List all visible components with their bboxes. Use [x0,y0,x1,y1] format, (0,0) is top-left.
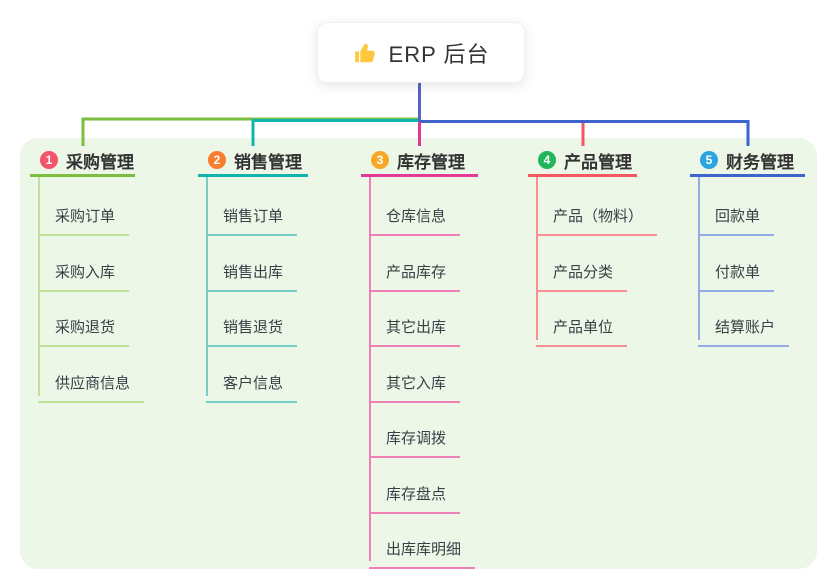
child-label: 销售出库 [223,264,284,281]
child-label: 回款单 [715,208,761,225]
branch-title: 财务管理 [726,152,794,172]
branch-number-badge: 3 [371,151,389,169]
child-label: 仓库信息 [386,208,447,225]
branch-sales-management: 2 销售管理 销售订单 销售出库 销售退货 客户信息 [198,148,308,403]
child-label: 付款单 [715,264,761,281]
child-node[interactable]: 其它出库 [369,299,461,347]
child-label: 客户信息 [223,375,284,392]
child-label: 其它出库 [386,319,447,336]
branch-title: 销售管理 [234,152,302,172]
child-node[interactable]: 仓库信息 [369,188,461,236]
root-title: ERP 后台 [388,41,490,67]
root-node[interactable]: ERP 后台 [317,22,525,83]
branch-spine-line [369,177,371,561]
branch-header[interactable]: 4 产品管理 [528,148,637,177]
child-label: 产品库存 [386,264,447,281]
branch-spine-line [38,177,40,396]
branch-title: 库存管理 [397,152,465,172]
branches-panel [20,138,817,569]
child-node[interactable]: 其它入库 [369,355,461,403]
child-node[interactable]: 客户信息 [206,355,298,403]
child-label: 产品单位 [553,319,614,336]
child-label: 供应商信息 [55,375,131,392]
child-node[interactable]: 销售退货 [206,299,298,347]
branch-finance-management: 5 财务管理 回款单 付款单 结算账户 [690,148,805,347]
child-node[interactable]: 付款单 [698,244,775,292]
branch-header[interactable]: 1 采购管理 [30,148,135,177]
branch-title: 采购管理 [66,152,134,172]
child-node[interactable]: 库存盘点 [369,466,461,514]
child-label: 采购入库 [55,264,116,281]
thumbs-up-icon [354,43,375,62]
child-node[interactable]: 销售订单 [206,188,298,236]
child-label: 库存盘点 [386,486,447,503]
branch-spine-line [536,177,538,340]
child-node[interactable]: 产品单位 [536,299,628,347]
branch-title: 产品管理 [564,152,632,172]
child-label: 其它入库 [386,375,447,392]
branch-number-badge: 5 [700,151,718,169]
branch-purchase-management: 1 采购管理 采购订单 采购入库 采购退货 供应商信息 [30,148,145,403]
child-node[interactable]: 采购入库 [38,244,130,292]
child-node[interactable]: 产品库存 [369,244,461,292]
child-node[interactable]: 结算账户 [698,299,790,347]
child-label: 库存调拨 [386,430,447,447]
branch-spine-line [698,177,700,340]
child-label: 产品分类 [553,264,614,281]
child-label: 销售退货 [223,319,284,336]
branch-header[interactable]: 3 库存管理 [361,148,478,177]
branch-number-badge: 2 [208,151,226,169]
child-label: 采购退货 [55,319,116,336]
child-label: 产品（物料） [553,208,644,225]
child-node[interactable]: 产品（物料） [536,188,658,236]
child-node[interactable]: 库存调拨 [369,410,461,458]
child-node[interactable]: 采购订单 [38,188,130,236]
branch-header[interactable]: 5 财务管理 [690,148,805,177]
child-node[interactable]: 回款单 [698,188,775,236]
branch-number-badge: 4 [538,151,556,169]
branch-number-badge: 1 [40,151,58,169]
child-label: 出库库明细 [386,541,462,558]
child-node[interactable]: 产品分类 [536,244,628,292]
branch-product-management: 4 产品管理 产品（物料） 产品分类 产品单位 [528,148,658,347]
child-label: 采购订单 [55,208,116,225]
child-node[interactable]: 出库库明细 [369,521,476,569]
child-node[interactable]: 采购退货 [38,299,130,347]
child-label: 销售订单 [223,208,284,225]
branch-inventory-management: 3 库存管理 仓库信息 产品库存 其它出库 其它入库 库存调拨 库存盘点 出库库… [361,148,478,569]
child-node[interactable]: 销售出库 [206,244,298,292]
child-node[interactable]: 供应商信息 [38,355,145,403]
branch-spine-line [206,177,208,396]
child-label: 结算账户 [715,319,776,336]
branch-header[interactable]: 2 销售管理 [198,148,308,177]
